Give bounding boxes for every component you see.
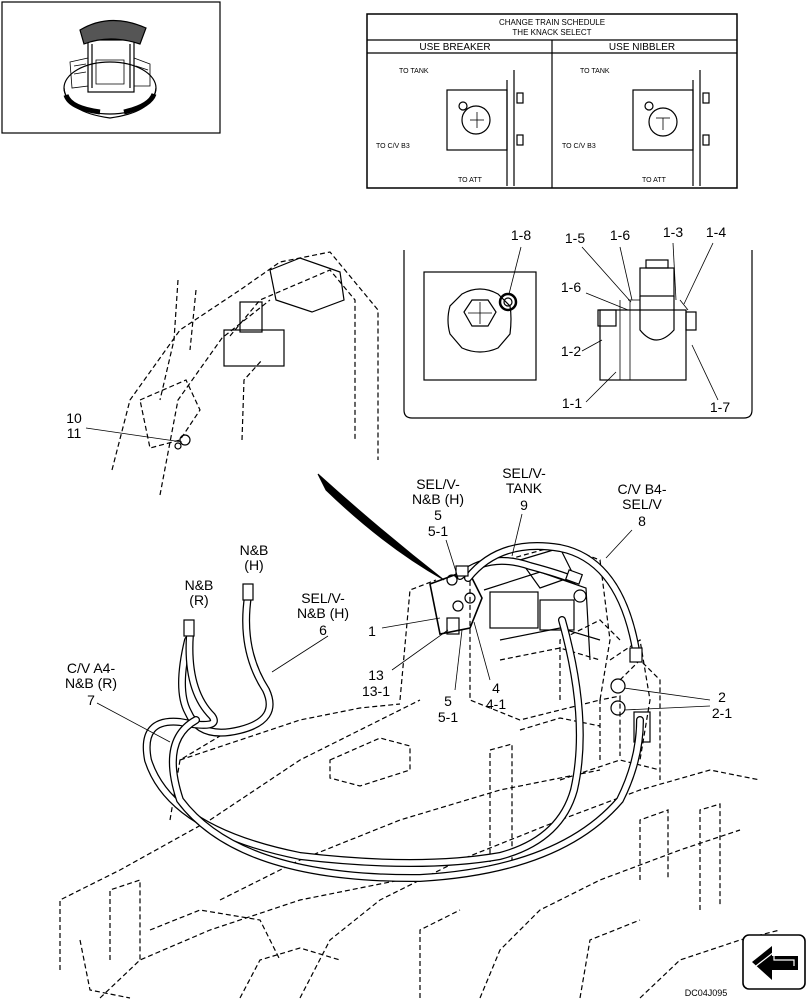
callout-1-7: 1-7 <box>710 399 730 415</box>
breaker-valve-illustration <box>446 70 524 186</box>
label-nbr-1: N&B <box>185 577 214 593</box>
pointer-wedge <box>317 473 445 581</box>
callout-10: 10 <box>66 410 82 426</box>
breaker-to-att: TO ATT <box>458 177 483 184</box>
label-cv-b4-1: C/V B4- <box>617 481 666 497</box>
callout-7: 7 <box>87 692 95 708</box>
hose-long-return <box>168 716 644 883</box>
callout-1-5: 1-5 <box>565 230 585 246</box>
nibbler-to-cv-b3: TO C/V B3 <box>562 143 596 150</box>
hose-7 <box>142 616 584 867</box>
label-selv-nbh-6-2: N&B (H) <box>297 605 349 621</box>
label-selv-tank-2: TANK <box>506 480 543 496</box>
label-selv-tank-1: SEL/V- <box>502 465 546 481</box>
use-breaker-heading: USE BREAKER <box>419 42 490 53</box>
callout-9: 9 <box>520 497 528 513</box>
label-cv-a4-1: C/V A4- <box>67 660 116 676</box>
callout-leaders <box>85 427 711 743</box>
excavator-thumbnail-icon <box>1 1 221 134</box>
selector-valve <box>429 569 483 635</box>
callout-6: 6 <box>319 622 327 638</box>
valve-detail-view <box>403 242 753 419</box>
label-selv-nbh-top-2: N&B (H) <box>412 491 464 507</box>
callout-1-2: 1-2 <box>561 343 581 359</box>
change-train-schedule-box: CHANGE TRAIN SCHEDULE THE KNACK SELECT U… <box>366 13 738 189</box>
callout-11: 11 <box>67 425 82 441</box>
label-nbr-2: (R) <box>189 592 208 608</box>
label-nbh-1: N&B <box>240 542 269 558</box>
callout-8: 8 <box>638 513 646 529</box>
label-cv-b4-2: SEL/V <box>622 496 662 512</box>
callout-1: 1 <box>368 623 376 639</box>
schedule-header-line2: THE KNACK SELECT <box>512 28 591 37</box>
hose-8 <box>464 542 640 654</box>
machine-frame-outline <box>59 251 781 999</box>
hose-6 <box>178 592 274 737</box>
callout-5-1-top: 5-1 <box>428 523 448 539</box>
nibbler-to-tank: TO TANK <box>580 68 610 75</box>
callout-5-bottom: 5 <box>444 693 452 709</box>
callout-13: 13 <box>368 667 384 683</box>
callout-13-1: 13-1 <box>362 683 390 699</box>
callout-5-top: 5 <box>434 507 442 523</box>
callout-1-8: 1-8 <box>511 227 531 243</box>
drawing-code: DC04J095 <box>685 988 728 998</box>
callout-4: 4 <box>492 680 500 696</box>
callout-4-1: 4-1 <box>486 696 506 712</box>
label-selv-nbh-6-1: SEL/V- <box>301 590 345 606</box>
callout-1-1: 1-1 <box>562 395 582 411</box>
label-selv-nbh-top-1: SEL/V- <box>416 476 460 492</box>
use-nibbler-heading: USE NIBBLER <box>609 42 675 53</box>
breaker-to-cv-b3: TO C/V B3 <box>376 143 410 150</box>
callout-5-1-bottom: 5-1 <box>438 709 458 725</box>
callout-2: 2 <box>718 689 726 705</box>
hose-fittings <box>183 565 643 663</box>
breaker-to-tank: TO TANK <box>399 68 429 75</box>
callout-1-6-top: 1-6 <box>610 227 630 243</box>
label-cv-a4-2: N&B (R) <box>65 675 117 691</box>
nibbler-valve-illustration <box>632 70 710 186</box>
schedule-header-line1: CHANGE TRAIN SCHEDULE <box>499 18 605 27</box>
callout-1-6-side: 1-6 <box>561 279 581 295</box>
nibbler-to-att: TO ATT <box>642 177 667 184</box>
callout-1-4: 1-4 <box>706 224 726 240</box>
callout-1-3: 1-3 <box>663 224 683 240</box>
callout-2-1: 2-1 <box>712 705 732 721</box>
next-page-arrow-icon[interactable] <box>742 934 806 990</box>
label-nbh-2: (H) <box>244 557 263 573</box>
